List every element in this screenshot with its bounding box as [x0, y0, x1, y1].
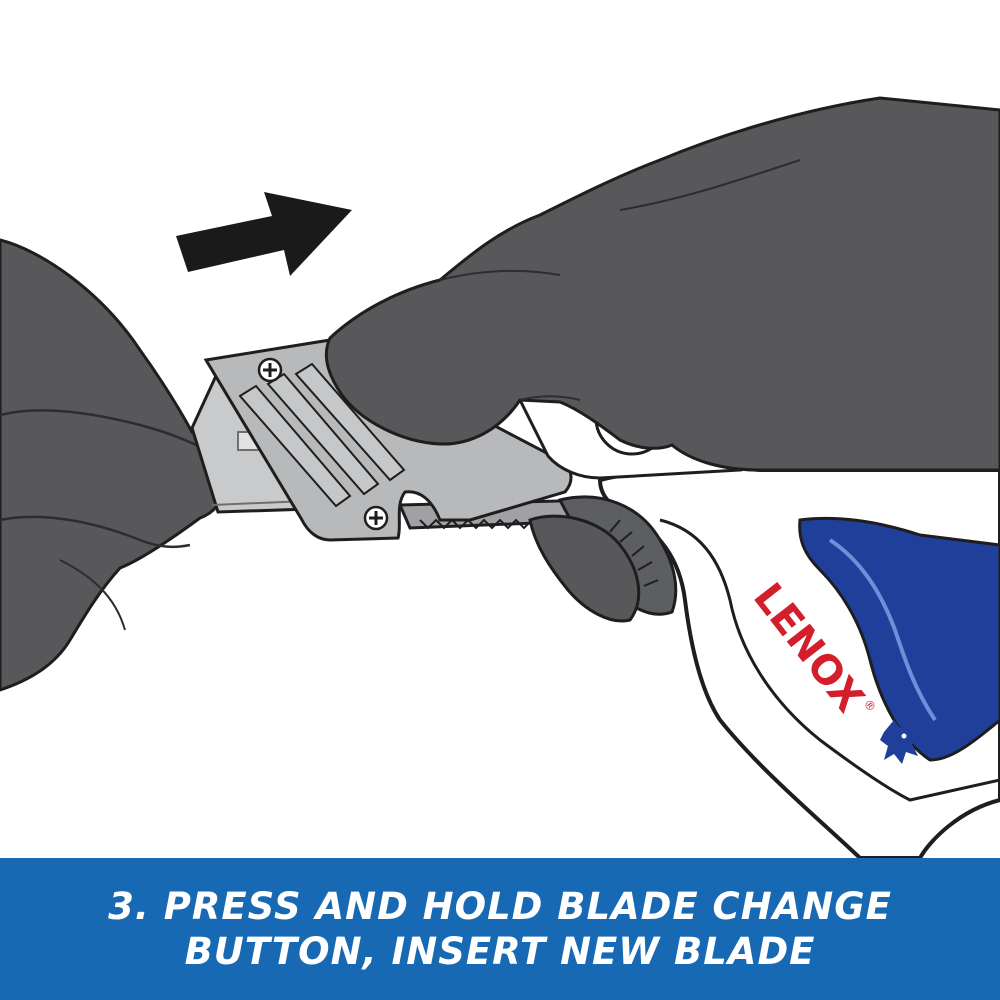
arrow-right-icon	[176, 192, 352, 276]
instruction-banner: 3. PRESS AND HOLD BLADE CHANGE BUTTON, I…	[0, 858, 1000, 1000]
instruction-line-2: BUTTON, INSERT NEW BLADE	[184, 930, 816, 973]
right-glove	[324, 96, 1000, 623]
blade-holder-plate	[203, 338, 573, 542]
illustration-canvas: LENOX ®	[0, 96, 1000, 858]
instruction-line-1: 3. PRESS AND HOLD BLADE CHANGE	[108, 885, 892, 928]
wolverine-logo-icon	[880, 720, 920, 764]
screw-bottom-icon	[363, 505, 389, 531]
screw-top-icon	[257, 357, 283, 383]
left-glove	[0, 238, 231, 692]
illustration-scene: LENOX ®	[0, 96, 1000, 858]
